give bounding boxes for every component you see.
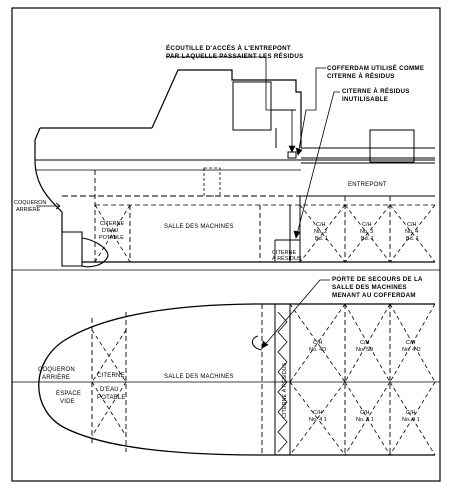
plan-hold-b-l1: C/H: [360, 340, 370, 346]
plan-hold-f-l1: C/H: [406, 410, 416, 416]
label-coqueron-l2: ARRIÈRE: [16, 206, 41, 213]
plan-hold-d-l2: No. 4 1: [309, 417, 327, 423]
label-citerne-eau-l1: CITERNE: [100, 221, 124, 227]
label-citerne-residus-l2: À RÉSIDUS: [272, 255, 302, 262]
plan-hold-a-l1: C/H: [313, 340, 323, 346]
label-citerne-eau-l2: D'EAU: [102, 228, 118, 234]
label-hold3-l3: Bd. 1: [361, 236, 374, 242]
label-hold4-l2: No. 4: [405, 229, 418, 235]
label-hold3-l1: C/H: [362, 222, 372, 228]
plan-citerne-residus: CITERNE À RÉSIDUS: [281, 362, 288, 418]
plan-hold-e-l1: C/H: [360, 410, 370, 416]
callout-citerne-l1: CITERNE À RÉSIDUS: [342, 87, 410, 95]
callout-cofferdam-l1: COFFERDAM UTILISÉ COMME: [327, 64, 424, 72]
label-hold2-l3: Bd. 1: [315, 236, 328, 242]
callout-porte-l1: PORTE DE SECOURS DE LA: [332, 276, 423, 283]
rudder: [61, 231, 83, 267]
plan-hold-d-l1: C/H: [313, 410, 323, 416]
plan-hold-a-l2: No. 4D: [309, 347, 326, 353]
label-citerne-residus-l1: CITERNE: [272, 250, 296, 256]
bridge-block: [232, 81, 272, 131]
plan-hold-b-l2: No. 5D: [356, 347, 373, 353]
plan-labels: COQUERON ARRIÈRE ESPACE VIDE CITERNE D'E…: [38, 340, 421, 423]
propeller: [81, 237, 109, 268]
hatch-opening: [287, 151, 297, 159]
label-salle-machines: SALLE DES MACHINES: [164, 224, 234, 230]
label-hold2-l1: C/H: [316, 222, 326, 228]
plan-espace-l1: ESPACE: [56, 391, 81, 397]
label-hold3-l2: No. 3: [360, 229, 373, 235]
plan-view: [12, 303, 440, 456]
label-coqueron-l1: COQUERON: [14, 200, 46, 206]
callout-cofferdam-l2: CITERNE À RÉSIDUS: [327, 72, 395, 80]
label-entrepont: ENTREPONT: [348, 182, 387, 188]
profile-labels: ENTREPONT COQUERON ARRIÈRE CITERNE D'EAU…: [14, 182, 419, 262]
callout-citerne-l2: INUTILISABLE: [342, 96, 388, 103]
plan-citerne: CITERNE: [97, 373, 125, 379]
superstructure-outline: [151, 69, 302, 148]
plan-hold-c-l1: C/H: [406, 340, 416, 346]
plan-hold-e-l2: No. 3 1: [356, 417, 374, 423]
label-hold4-l3: Bd. 1: [406, 236, 419, 242]
plan-hold-c-l2: No. 4 D: [402, 347, 421, 353]
callout-porte-l2: SALLE DES MACHINES: [332, 284, 407, 291]
callout-labels: ÉCOUTILLE D'ACCÈS À L'ENTREPONT PAR LAQU…: [166, 44, 424, 299]
plan-hold-f-l2: No. 4 1: [402, 417, 420, 423]
leader-lines: [36, 56, 340, 349]
label-hold4-l1: C/H: [407, 222, 417, 228]
callout-porte-l3: MENANT AU COFFERDAM: [332, 292, 416, 299]
plan-eau-l1: D'EAU: [100, 387, 119, 393]
callout-ecoutille-l1: ÉCOUTILLE D'ACCÈS À L'ENTREPONT: [166, 44, 291, 52]
plan-coqueron-l1: COQUERON: [38, 367, 75, 373]
plan-salle-machines: SALLE DES MACHINES: [164, 374, 234, 380]
escape-door-symbol: [252, 335, 263, 351]
plan-coqueron-l2: ARRIÈRE: [42, 374, 70, 381]
hull-outline: [38, 303, 263, 456]
profile-view: [34, 69, 436, 268]
callout-ecoutille-l2: PAR LAQUELLE PASSAIENT LES RÉSIDUS: [166, 52, 304, 60]
frame: [11, 7, 441, 482]
plan-eau-l2: POTABLE: [97, 395, 126, 401]
label-citerne-eau-l3: POTABLE: [99, 235, 124, 241]
plan-espace-l2: VIDE: [60, 399, 75, 405]
label-hold2-l2: No. 2: [314, 229, 327, 235]
deckhouse-forward: [369, 129, 415, 163]
